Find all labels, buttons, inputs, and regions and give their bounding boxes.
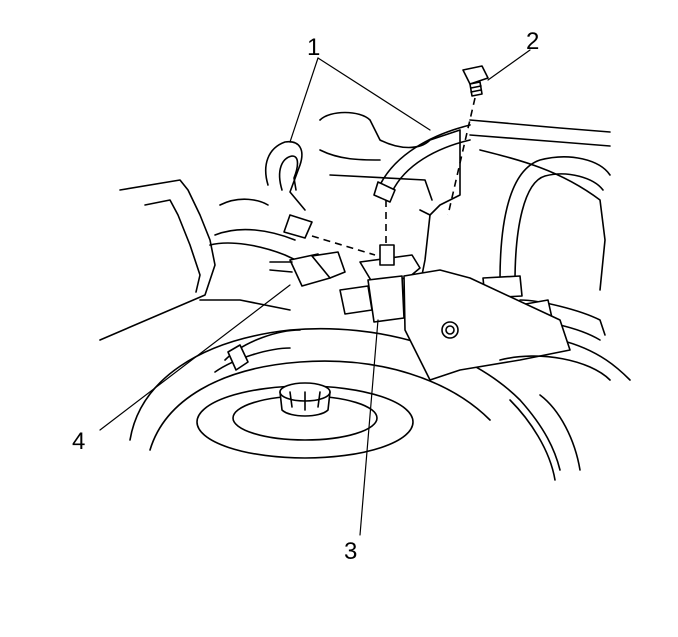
mounting-bolt	[462, 65, 489, 97]
lower-body	[499, 355, 611, 481]
radiator-hose	[214, 329, 301, 373]
callout-1: 1	[307, 34, 321, 61]
leader-lines	[99, 49, 531, 536]
vacuum-hoses	[264, 124, 471, 239]
bracket-nut	[441, 321, 459, 339]
strut-tower	[129, 327, 561, 471]
hard-line	[209, 198, 301, 263]
hose-end-right	[373, 181, 396, 203]
electrical-connector	[269, 251, 346, 287]
callout-2: 2	[526, 28, 540, 55]
hose-end-left	[283, 214, 313, 239]
connector-install-path	[311, 235, 376, 256]
solenoid-nipple	[379, 244, 395, 266]
callout-3: 3	[344, 538, 358, 565]
callout-4: 4	[72, 428, 86, 455]
solenoid-bracket	[339, 244, 571, 381]
bolt-install-path	[447, 97, 476, 216]
fender-panel	[99, 179, 291, 341]
